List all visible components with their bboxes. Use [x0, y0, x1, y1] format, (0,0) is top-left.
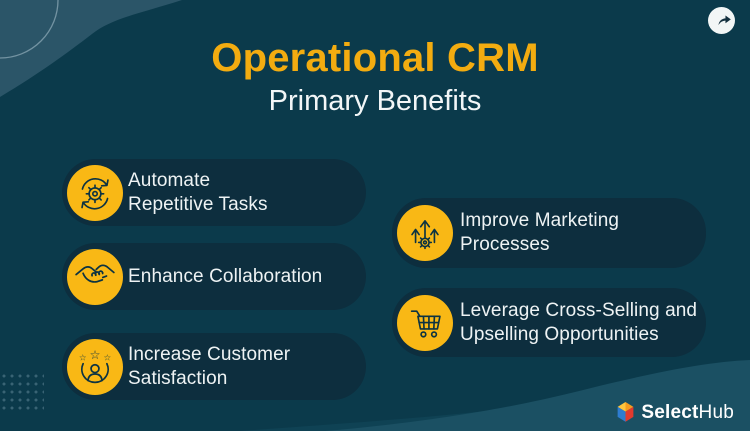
benefit-label: Leverage Cross-Selling and Upselling Opp…: [460, 299, 697, 347]
page-subtitle: Primary Benefits: [268, 85, 482, 117]
benefit-card-automate-repetitive-tasks: Automate Repetitive Tasks: [62, 159, 366, 226]
benefit-line-1: Increase Customer: [128, 343, 291, 365]
benefit-label: Increase Customer Satisfaction: [128, 343, 290, 391]
benefit-line-1: Automate: [128, 169, 211, 191]
benefit-label: Improve Marketing Processes: [460, 209, 619, 257]
benefit-label: Enhance Collaboration: [128, 265, 322, 289]
benefit-line-1: Leverage Cross-Selling and: [460, 299, 698, 321]
brand-name: SelectHub: [641, 402, 734, 424]
icon-circle: [67, 248, 123, 305]
svg-text:☆: ☆: [79, 353, 87, 363]
customer-satisfaction-icon: ☆ ☆ ☆: [79, 347, 111, 383]
icon-circle: [397, 205, 453, 261]
icon-circle: [397, 294, 453, 351]
cube-logo-icon: [617, 402, 634, 422]
benefit-line-1: Enhance Collaboration: [128, 265, 323, 287]
icon-circle: ☆ ☆ ☆: [67, 338, 123, 395]
icon-circle: [67, 164, 123, 221]
share-button[interactable]: [708, 7, 735, 34]
automation-gear-icon: [81, 177, 109, 210]
svg-text:☆: ☆: [103, 353, 111, 363]
benefit-line-2: Processes: [460, 234, 550, 255]
brand-name-bold: Select: [641, 401, 699, 423]
share-arrow-icon: [718, 15, 731, 26]
dots-pattern: [2, 374, 44, 412]
svg-text:☆: ☆: [89, 347, 100, 361]
benefit-line-2: Repetitive Tasks: [128, 193, 268, 215]
benefit-line-2: Upselling Opportunities: [460, 323, 659, 345]
marketing-growth-icon: [411, 219, 439, 250]
shopping-cart-icon: [410, 309, 441, 338]
page-title: Operational CRM: [211, 36, 539, 80]
benefit-card-improve-marketing-processes: Improve Marketing Processes: [392, 198, 706, 268]
selecthub-brand: SelectHub: [615, 401, 734, 424]
benefit-line-1: Improve Marketing: [460, 210, 620, 231]
brand-name-light: Hub: [698, 401, 734, 423]
benefit-line-2: Satisfaction: [128, 367, 228, 389]
benefit-card-increase-customer-satisfaction: ☆ ☆ ☆ Increase Customer Satisfaction: [62, 333, 366, 400]
benefit-card-leverage-cross-selling: Leverage Cross-Selling and Upselling Opp…: [392, 288, 706, 357]
benefit-card-enhance-collaboration: Enhance Collaboration: [62, 243, 366, 310]
benefit-label: Automate Repetitive Tasks: [128, 169, 268, 217]
handshake-icon: [75, 263, 115, 283]
